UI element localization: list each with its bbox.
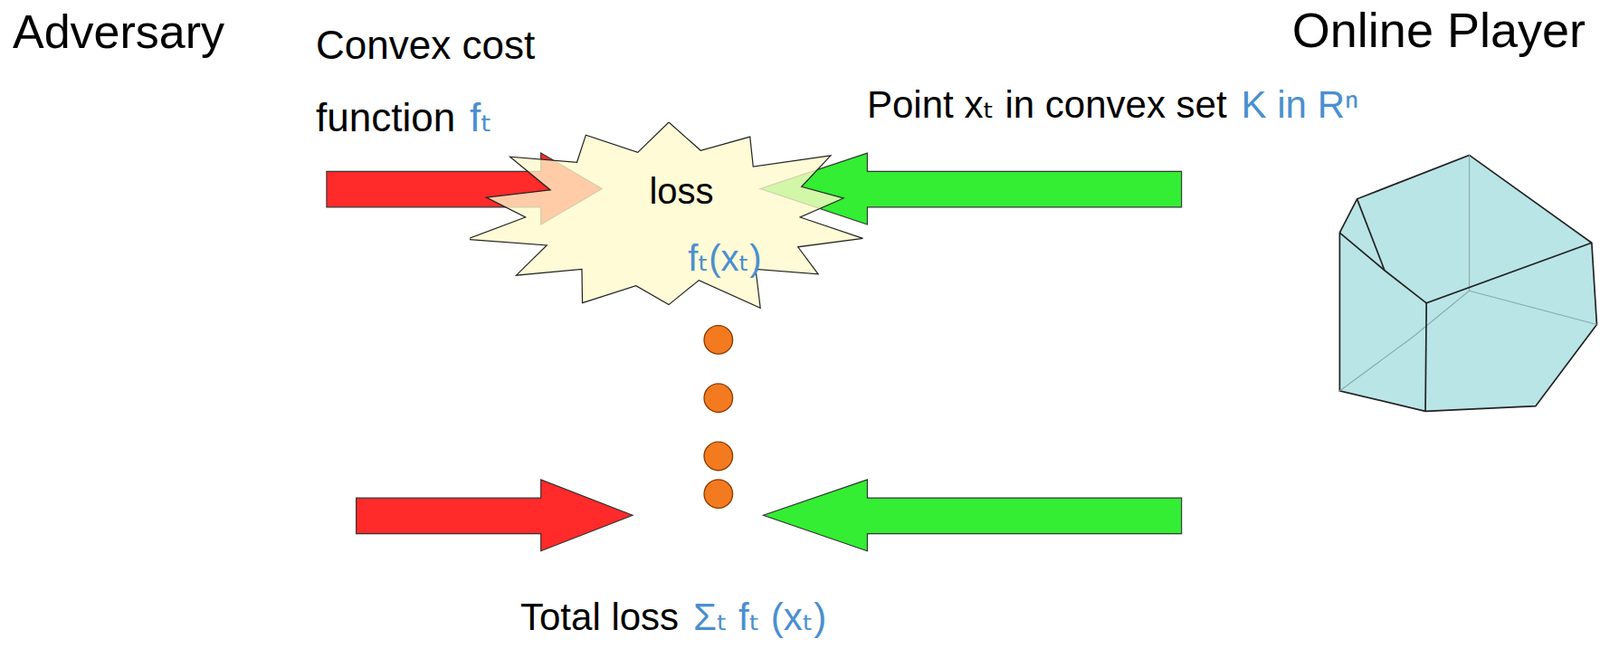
math-symbol: K in Rⁿ bbox=[1241, 83, 1360, 126]
label-text: Total loss bbox=[520, 595, 679, 639]
math-symbol: fₜ bbox=[469, 95, 493, 140]
loss-burst: loss fₜ(xₜ) bbox=[469, 122, 868, 313]
role-label: Adversary bbox=[12, 5, 225, 60]
adversary-arrow bbox=[356, 479, 634, 552]
label-text: Adversary bbox=[12, 5, 225, 58]
ellipsis-dots bbox=[704, 325, 734, 509]
decision-label: Point xₜ in convex set K in Rⁿ bbox=[866, 83, 1359, 127]
cost-label: Convex cost functionfₜ bbox=[315, 9, 588, 154]
label-text: Online Player bbox=[1292, 2, 1586, 58]
total-loss-label: Total loss Σₜ fₜ (xₜ) bbox=[520, 595, 827, 639]
math-symbol: Σₜ fₜ (xₜ) bbox=[693, 595, 827, 639]
burst-outline bbox=[469, 122, 863, 308]
burst-shape bbox=[469, 122, 868, 313]
label-text: Convex cost function bbox=[315, 22, 535, 140]
convex-polytope bbox=[1339, 154, 1597, 411]
player-arrow bbox=[762, 479, 1181, 552]
role-label: Online Player bbox=[1292, 1, 1586, 58]
node-title: loss bbox=[648, 170, 714, 212]
label-text: Point xₜ in convex set bbox=[866, 83, 1228, 126]
math-expression: fₜ(xₜ) bbox=[687, 237, 762, 279]
